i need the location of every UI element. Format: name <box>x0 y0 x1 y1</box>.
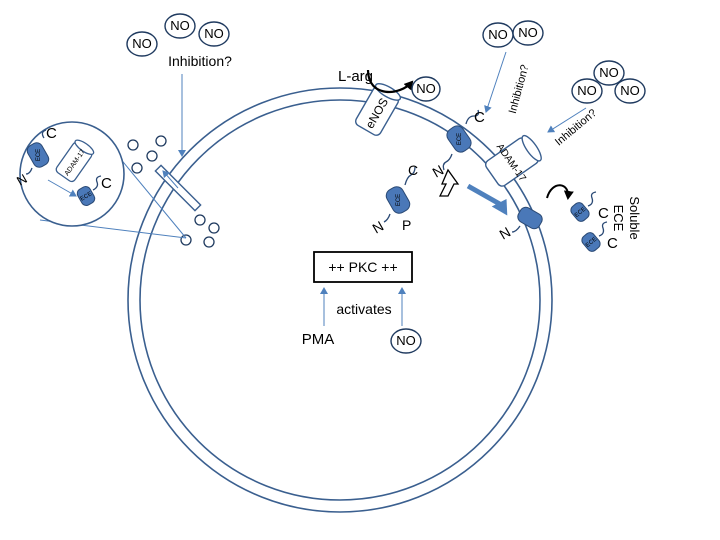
ece-protein-membrane: ECE <box>446 125 472 153</box>
cleaved-ece-inset: ECE <box>76 186 96 206</box>
c-terminal-soluble-1: C <box>598 205 609 222</box>
svg-text:ECE: ECE <box>80 191 94 202</box>
no-label: NO <box>204 26 224 41</box>
svg-text:ECE: ECE <box>457 133 463 145</box>
pkc-label: ++ PKC ++ <box>328 259 397 275</box>
soluble-ece-1: ECE <box>570 202 590 222</box>
svg-text:ECE: ECE <box>36 149 42 161</box>
adam17-inset: ADAM-17 <box>55 139 95 183</box>
svg-text:NO: NO <box>416 81 436 96</box>
pkc-box <box>313 251 413 283</box>
c-terminal-soluble-2: C <box>607 235 618 252</box>
shedding-arrow <box>546 184 574 200</box>
no-molecule-enos: NO <box>411 76 441 102</box>
svg-text:NO: NO <box>577 83 597 98</box>
svg-text:NO: NO <box>620 83 640 98</box>
ece-protein-right <box>517 206 543 230</box>
n-terminal-cytosolic: N <box>370 218 387 237</box>
soluble-label: Soluble <box>627 196 642 239</box>
c-terminal-ece: C <box>474 109 485 126</box>
inhibition-arrow-adam <box>547 107 587 133</box>
no-label: NO <box>170 18 190 33</box>
inhibition-arrow-ece <box>484 51 507 113</box>
zoom-inset: ECE C N ADAM-17 ECE C <box>14 121 187 239</box>
no-molecule-8: NO <box>614 78 646 104</box>
c-terminal-inset: C <box>46 125 57 142</box>
translocation-arrow <box>438 168 460 197</box>
adam17-protein: ADAM-17 <box>485 134 542 187</box>
no-molecule-7: NO <box>571 78 603 104</box>
inhibition-label-ece: Inhibition? <box>507 63 532 115</box>
pma-label: PMA <box>302 331 335 348</box>
activates-label: activates <box>336 301 391 317</box>
ece-protein-cytosolic: ECE <box>385 186 411 214</box>
no-molecule-1: NO <box>126 31 158 57</box>
c-terminal-inset-2: C <box>101 175 112 192</box>
svg-text:ECE: ECE <box>396 194 402 206</box>
no-molecule-6: NO <box>593 60 625 86</box>
no-molecule-2: NO <box>164 13 196 39</box>
l-arg-label: L-arg <box>338 68 373 85</box>
svg-text:NO: NO <box>518 25 538 40</box>
svg-text:NO: NO <box>599 65 619 80</box>
no-molecule-5: NO <box>512 20 544 46</box>
phosphate-label: P <box>402 217 411 233</box>
cell-membrane <box>127 87 553 513</box>
no-molecule-4: NO <box>482 22 514 48</box>
channel-arrow <box>162 170 179 189</box>
no-molecule-3: NO <box>198 21 230 47</box>
inhibition-label-adam: Inhibition? <box>553 107 599 148</box>
l-arg-conversion-arrow <box>366 69 414 94</box>
svg-text:NO: NO <box>396 333 416 348</box>
released-particles-outside <box>127 135 167 174</box>
no-molecule-pkc: NO <box>390 328 422 354</box>
inhibition-label-left: Inhibition? <box>168 53 232 69</box>
particles-inside <box>180 214 220 248</box>
soluble-ece-label: ECE <box>611 205 626 232</box>
n-terminal-right: N <box>497 224 514 243</box>
svg-text:NO: NO <box>488 27 508 42</box>
ece-protein-inset: ECE <box>26 142 50 168</box>
c-terminal-cytosolic: C <box>408 162 418 178</box>
soluble-ece-2: ECE <box>581 232 601 252</box>
no-label: NO <box>132 36 152 51</box>
